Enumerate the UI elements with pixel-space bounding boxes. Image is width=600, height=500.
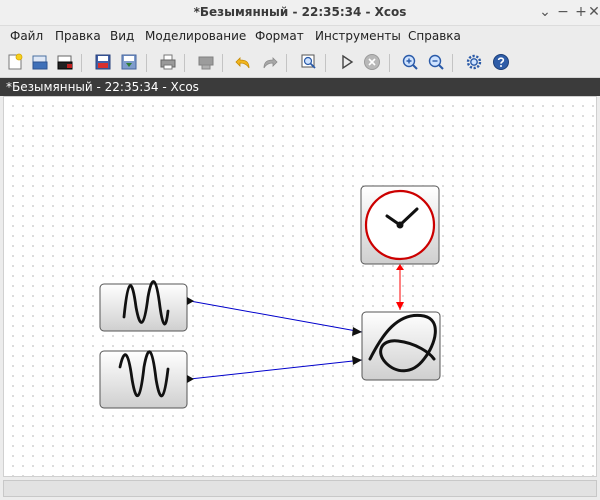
zoom-out-icon xyxy=(428,54,444,70)
start-button[interactable] xyxy=(337,52,357,72)
open-in-scilab-icon xyxy=(57,55,73,70)
document-tab-bar: *Безымянный - 22:35:34 - Xcos xyxy=(0,78,600,96)
toolbar-separator xyxy=(325,54,326,72)
zoom-in-icon xyxy=(402,54,418,70)
zoom-in-button[interactable] xyxy=(400,52,420,72)
toolbar-separator xyxy=(184,54,185,72)
toolbar-separator xyxy=(286,54,287,72)
print-button[interactable] xyxy=(158,52,178,72)
start-icon xyxy=(342,54,354,70)
sine-wave-icon xyxy=(122,280,170,326)
undo-icon xyxy=(235,57,250,69)
new-diagram-button[interactable] xyxy=(5,52,25,72)
maximize-button[interactable]: + xyxy=(575,4,587,20)
setup-button[interactable] xyxy=(464,52,484,72)
toolbar-separator xyxy=(389,54,390,72)
save-as-icon xyxy=(121,54,137,70)
minimize-button[interactable]: ⌄ xyxy=(539,4,551,20)
open-button[interactable] xyxy=(30,52,50,72)
sine-generator-block-1[interactable] xyxy=(99,280,194,332)
toolbar xyxy=(0,48,600,78)
setup-icon xyxy=(466,54,482,70)
toolbar-separator xyxy=(222,54,223,72)
close-button[interactable]: ✕ xyxy=(588,4,600,20)
data-link-1[interactable] xyxy=(189,300,363,336)
diagram-layer xyxy=(99,185,441,409)
title-bar: *Безымянный - 22:35:34 - Xcos ⌄ − + ✕ xyxy=(0,0,600,26)
stop-icon xyxy=(364,54,380,70)
document-tab-title[interactable]: *Безымянный - 22:35:34 - Xcos xyxy=(6,80,199,94)
restore-button[interactable]: − xyxy=(557,4,569,20)
menu-tools[interactable]: Инструменты xyxy=(315,29,401,43)
menu-file[interactable]: Файл xyxy=(10,29,44,43)
status-bar xyxy=(3,480,597,497)
sine-generator-block-2[interactable] xyxy=(99,350,194,409)
stop-button[interactable] xyxy=(362,52,382,72)
menu-help[interactable]: Справка xyxy=(408,29,461,43)
menu-simulation[interactable]: Моделирование xyxy=(145,29,247,43)
delete-icon xyxy=(198,56,214,70)
menu-view[interactable]: Вид xyxy=(110,29,135,43)
zoom-out-button[interactable] xyxy=(426,52,446,72)
clock-block[interactable] xyxy=(360,185,440,270)
window-title: *Безымянный - 22:35:34 - Xcos xyxy=(193,5,407,19)
help-button[interactable] xyxy=(491,52,511,72)
scope-xy-block[interactable] xyxy=(361,311,441,381)
fit-diagram-button[interactable] xyxy=(299,52,319,72)
print-icon xyxy=(160,54,176,70)
menu-bar: Файл Правка Вид Моделирование Формат Инс… xyxy=(0,26,600,48)
undo-button[interactable] xyxy=(233,52,253,72)
save-as-button[interactable] xyxy=(119,52,139,72)
toolbar-separator xyxy=(146,54,147,72)
data-link-2[interactable] xyxy=(189,356,363,380)
output-port[interactable] xyxy=(187,297,194,305)
menu-edit[interactable]: Правка xyxy=(55,29,101,43)
save-button[interactable] xyxy=(93,52,113,72)
open-icon xyxy=(32,55,48,70)
toolbar-separator xyxy=(81,54,82,72)
diagram-canvas[interactable] xyxy=(3,96,597,477)
save-icon xyxy=(95,54,111,70)
redo-button[interactable] xyxy=(260,52,280,72)
new-diagram-icon xyxy=(8,53,23,70)
sine-wave-icon xyxy=(118,350,170,398)
redo-icon xyxy=(263,57,278,69)
xy-curve-icon xyxy=(368,313,437,373)
toolbar-separator xyxy=(452,54,453,72)
delete-button[interactable] xyxy=(196,52,216,72)
help-icon xyxy=(493,54,509,70)
open-in-scilab-button[interactable] xyxy=(55,52,75,72)
menu-format[interactable]: Формат xyxy=(255,29,304,43)
clock-output-port[interactable] xyxy=(396,264,404,270)
event-link[interactable] xyxy=(396,267,404,310)
output-port[interactable] xyxy=(187,375,194,383)
fit-diagram-icon xyxy=(301,54,316,69)
